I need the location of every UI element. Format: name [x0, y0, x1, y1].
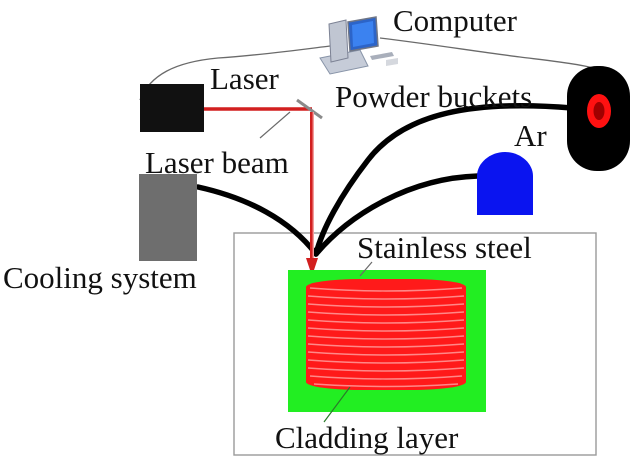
- laser-head: [140, 84, 204, 132]
- argon-hose: [313, 173, 481, 257]
- cladding-layer-leader: [323, 386, 351, 423]
- cladding-layer-stack: [306, 279, 466, 390]
- label-cooling-system: Cooling system: [3, 260, 197, 295]
- label-stainless-steel: Stainless steel: [357, 230, 532, 265]
- workpiece-chamber: [233, 232, 597, 456]
- desktop-computer-icon: [319, 16, 398, 75]
- laser-beam-arrowhead: [306, 258, 318, 276]
- mirror: [296, 98, 323, 120]
- computer-powder-wire: [379, 37, 606, 73]
- stainless-steel-leader: [359, 261, 373, 277]
- label-laser: Laser: [210, 61, 279, 96]
- label-ar: Ar: [514, 118, 547, 153]
- label-laser-beam: Laser beam: [145, 145, 289, 180]
- cooling-system-unit: [139, 174, 197, 261]
- laser-beam-leader: [259, 111, 291, 139]
- argon-tank: [477, 152, 533, 215]
- label-computer: Computer: [393, 3, 517, 38]
- label-powder-buckets: Powder buckets: [335, 79, 533, 114]
- label-cladding-layer: Cladding layer: [275, 420, 459, 455]
- powder-hose-cooling: [195, 184, 319, 257]
- powder-bucket: [567, 66, 630, 171]
- powder-hose-main: [313, 102, 575, 257]
- computer-laser-wire: [139, 45, 331, 101]
